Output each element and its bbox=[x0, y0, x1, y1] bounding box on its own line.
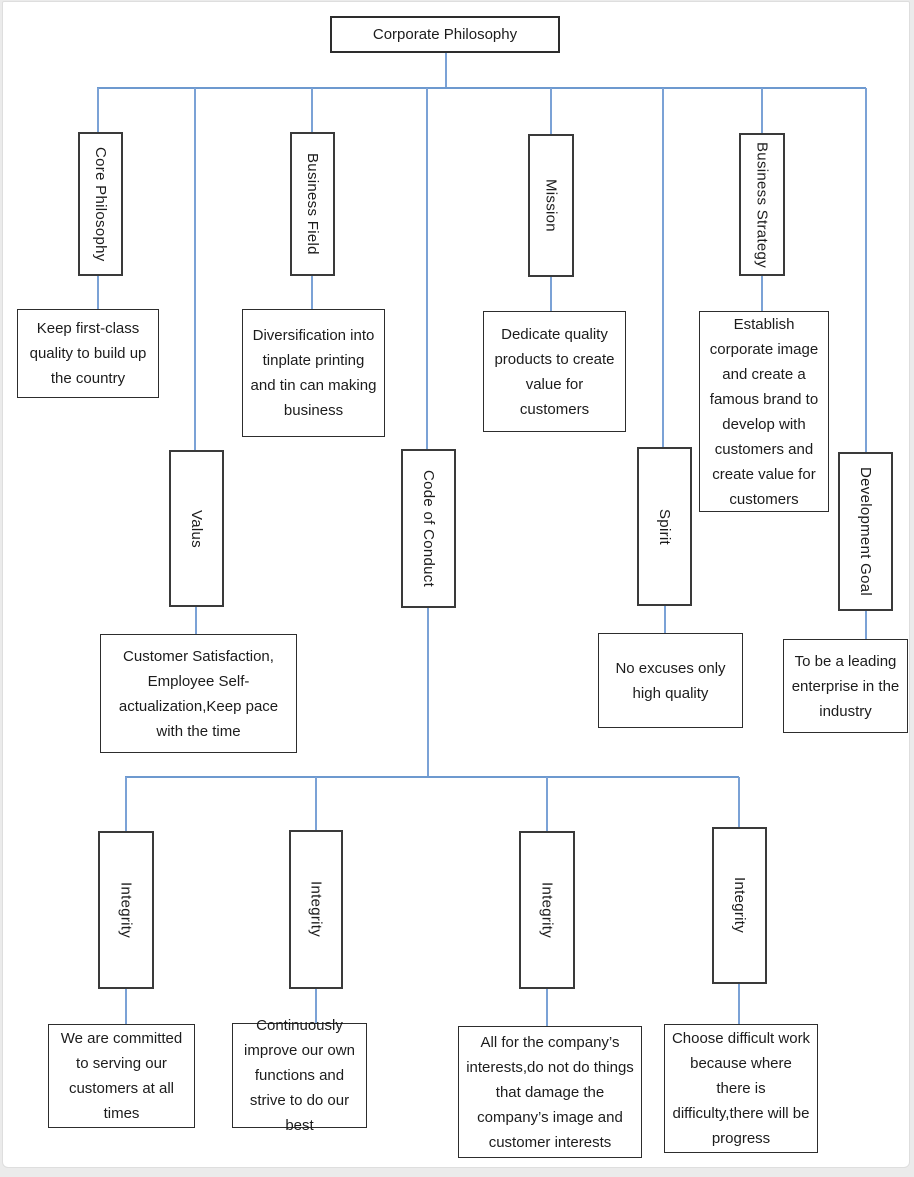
node-label: Mission bbox=[542, 179, 560, 232]
desc-spirit: No excuses only high quality bbox=[598, 633, 743, 728]
connector-line bbox=[97, 87, 866, 89]
desc-integrity-1: We are committed to serving our customer… bbox=[48, 1024, 195, 1128]
desc-integrity-3: All for the company’s interests,do not d… bbox=[458, 1026, 642, 1158]
node-label: Corporate Philosophy bbox=[372, 26, 518, 43]
connector-line bbox=[546, 777, 548, 831]
connector-line bbox=[427, 608, 429, 777]
node-label: Integrity bbox=[731, 877, 748, 934]
desc-text: Continuously improve our own functions a… bbox=[244, 1017, 355, 1134]
desc-text: Customer Satisfaction, Employee Self-act… bbox=[118, 647, 279, 740]
desc-text: Dedicate quality products to create valu… bbox=[494, 325, 615, 418]
node-mission: Mission bbox=[528, 134, 574, 277]
connector-line bbox=[865, 611, 867, 639]
connector-line bbox=[550, 277, 552, 311]
node-integrity-2: Integrity bbox=[289, 830, 343, 989]
node-core-philosophy: Core Philosophy bbox=[78, 132, 123, 276]
desc-text: Choose difficult work because where ther… bbox=[671, 1030, 811, 1147]
node-label: Integrity bbox=[307, 881, 325, 938]
desc-integrity-4: Choose difficult work because where ther… bbox=[664, 1024, 818, 1153]
connector-line bbox=[546, 989, 548, 1026]
node-business-strategy: Business Strategy bbox=[739, 133, 785, 276]
connector-line bbox=[311, 88, 313, 132]
desc-valus: Customer Satisfaction, Employee Self-act… bbox=[100, 634, 297, 753]
connector-line bbox=[761, 276, 763, 311]
desc-text: All for the company’s interests,do not d… bbox=[466, 1033, 634, 1151]
desc-development-goal: To be a leading enterprise in the indust… bbox=[783, 639, 908, 733]
node-label: Integrity bbox=[538, 881, 556, 939]
connector-line bbox=[97, 276, 99, 309]
node-corporate-philosophy: Corporate Philosophy bbox=[330, 16, 560, 53]
connector-line bbox=[550, 88, 552, 134]
node-business-field: Business Field bbox=[290, 132, 335, 276]
connector-line bbox=[761, 88, 763, 133]
desc-text: Keep first-class quality to build up the… bbox=[29, 320, 147, 387]
node-valus: Valus bbox=[169, 450, 224, 607]
desc-integrity-2: Continuously improve our own functions a… bbox=[232, 1017, 367, 1134]
connector-line bbox=[315, 989, 317, 1023]
connector-line bbox=[311, 276, 313, 309]
connector-line bbox=[738, 777, 740, 827]
connector-line bbox=[125, 989, 127, 1024]
node-label: Valus bbox=[188, 509, 205, 548]
node-development-goal: Development Goal bbox=[838, 452, 893, 611]
desc-text: No excuses only high quality bbox=[615, 659, 726, 702]
node-label: Development Goal bbox=[857, 466, 874, 597]
connector-line bbox=[125, 777, 127, 831]
node-label: Code of Conduct bbox=[420, 469, 437, 588]
connector-line bbox=[194, 88, 196, 450]
connector-line bbox=[426, 88, 428, 449]
node-code-of-conduct: Code of Conduct bbox=[401, 449, 456, 608]
desc-text: Establish corporate image and create a f… bbox=[709, 315, 819, 508]
connector-line bbox=[97, 88, 99, 132]
connector-line bbox=[738, 984, 740, 1024]
connector-line bbox=[125, 776, 739, 778]
connector-line bbox=[445, 53, 447, 88]
node-label: Spirit bbox=[656, 508, 673, 545]
desc-mission: Dedicate quality products to create valu… bbox=[483, 311, 626, 432]
node-label: Core Philosophy bbox=[92, 146, 109, 262]
node-label: Business Strategy bbox=[753, 141, 771, 268]
connector-line bbox=[664, 606, 666, 633]
desc-core-philosophy: Keep first-class quality to build up the… bbox=[17, 309, 159, 398]
connector-line bbox=[662, 88, 664, 447]
node-integrity-1: Integrity bbox=[98, 831, 154, 989]
connector-line bbox=[865, 88, 867, 452]
node-label: Integrity bbox=[117, 881, 135, 939]
node-label: Business Field bbox=[304, 153, 321, 255]
desc-business-field: Diversification into tinplate printing a… bbox=[242, 309, 385, 437]
connector-line bbox=[195, 607, 197, 634]
desc-text: Diversification into tinplate printing a… bbox=[250, 327, 377, 419]
node-integrity-4: Integrity bbox=[712, 827, 767, 984]
desc-business-strategy: Establish corporate image and create a f… bbox=[699, 311, 829, 512]
node-spirit: Spirit bbox=[637, 447, 692, 606]
desc-text: We are committed to serving our customer… bbox=[60, 1030, 183, 1122]
connector-line bbox=[315, 777, 317, 830]
node-integrity-3: Integrity bbox=[519, 831, 575, 989]
desc-text: To be a leading enterprise in the indust… bbox=[791, 652, 900, 720]
